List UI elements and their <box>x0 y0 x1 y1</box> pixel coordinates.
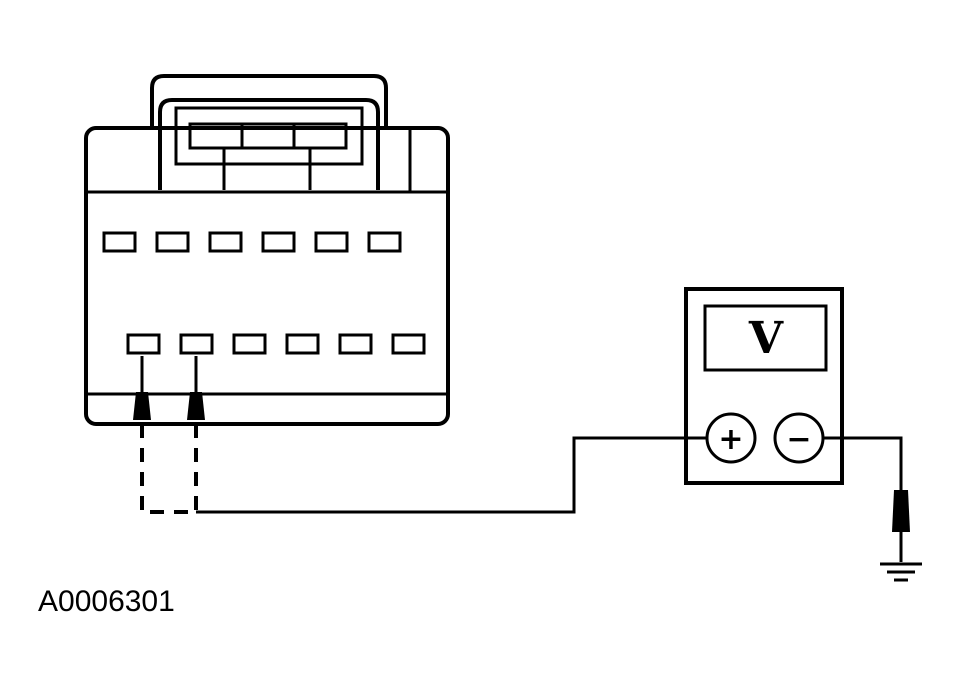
bottom-pin-cavity-3 <box>232 333 267 355</box>
voltmeter-display <box>703 304 828 372</box>
dashed-test-leads <box>140 424 198 514</box>
positive-terminal[interactable] <box>705 412 757 464</box>
latch-slot <box>174 106 364 166</box>
bottom-pin-cavity-1 <box>126 333 161 355</box>
top-pin-cavity-5 <box>314 231 349 253</box>
back-probe-2 <box>187 356 205 420</box>
top-pin-cavity-2 <box>155 231 190 253</box>
voltmeter-display-symbol: V <box>748 313 784 364</box>
test-probe-icon <box>892 490 910 532</box>
ground-probe <box>892 490 910 562</box>
bottom-pin-cavity-5 <box>338 333 373 355</box>
connector-latch-inner <box>158 98 380 190</box>
ground-symbol-icon <box>880 562 922 582</box>
voltmeter-body <box>684 287 844 485</box>
latch-stem <box>222 148 312 190</box>
top-pin-cavity-6 <box>367 231 402 253</box>
bottom-pin-cavity-4 <box>285 333 320 355</box>
top-pin-cavity-4 <box>261 231 296 253</box>
negative-test-lead <box>823 436 903 490</box>
probe-tip-2 <box>187 392 205 420</box>
connector-top-row <box>102 231 402 253</box>
connector-latch <box>150 74 388 128</box>
connector-housing <box>84 126 450 426</box>
positive-terminal-symbol: + <box>718 422 743 457</box>
back-probe-1 <box>133 356 151 420</box>
bottom-pin-cavity-6 <box>391 333 426 355</box>
negative-terminal-symbol: − <box>786 422 811 457</box>
positive-test-lead <box>196 436 708 514</box>
figure-id: A0006301 <box>38 585 175 618</box>
probe-tip-1 <box>133 392 151 420</box>
bottom-pin-cavity-2 <box>179 333 214 355</box>
latch-slot-cell-3 <box>292 122 348 150</box>
top-pin-cavity-1 <box>102 231 137 253</box>
connector-bottom-row <box>126 333 426 355</box>
top-pin-cavity-3 <box>208 231 243 253</box>
